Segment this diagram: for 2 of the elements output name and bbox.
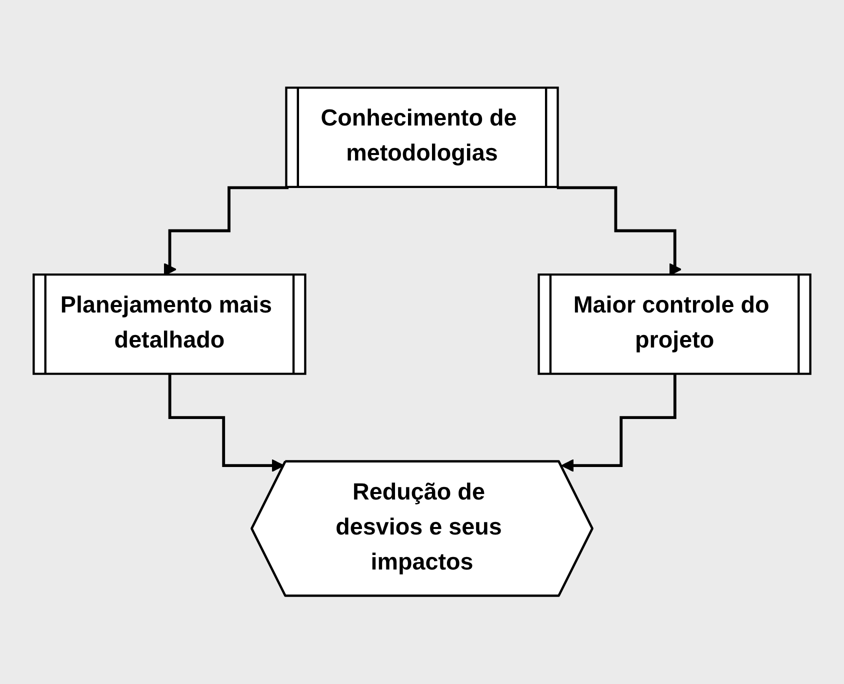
arrow: [561, 373, 677, 472]
arrow: [168, 373, 284, 472]
